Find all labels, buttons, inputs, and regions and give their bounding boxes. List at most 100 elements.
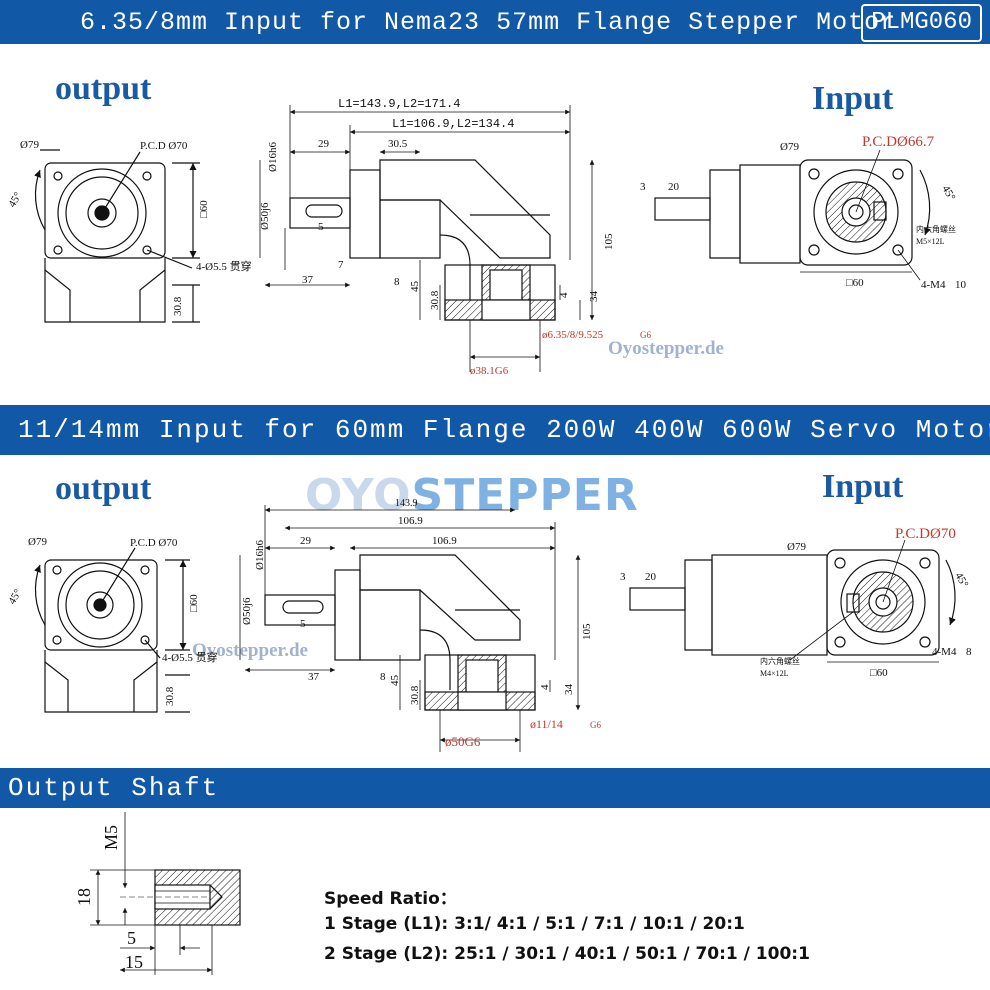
- model-badge: PLMG060: [861, 4, 982, 42]
- svg-text:15: 15: [125, 952, 143, 972]
- svg-text:内六角螺丝: 内六角螺丝: [916, 224, 956, 234]
- svg-text:18: 18: [74, 888, 94, 906]
- top-output-view: [34, 149, 200, 323]
- svg-text:ø50G6: ø50G6: [445, 734, 481, 749]
- svg-text:M4×12L: M4×12L: [760, 669, 789, 678]
- svg-text:4-M4: 4-M4: [932, 646, 957, 658]
- svg-text:4: 4: [558, 292, 570, 298]
- svg-text:106.9: 106.9: [398, 515, 423, 527]
- svg-text:G6: G6: [590, 720, 601, 730]
- svg-text:45°: 45°: [939, 184, 957, 203]
- svg-text:ø11/14: ø11/14: [530, 717, 563, 731]
- svg-text:29: 29: [300, 535, 312, 547]
- svg-text:L1=143.9,L2=171.4: L1=143.9,L2=171.4: [338, 97, 460, 111]
- svg-text:37: 37: [302, 274, 314, 286]
- svg-text:M5×12L: M5×12L: [916, 237, 945, 246]
- svg-text:5: 5: [127, 928, 136, 948]
- svg-text:45: 45: [409, 281, 421, 293]
- svg-text:7: 7: [338, 259, 344, 271]
- watermark-mid: Oyostepper.de: [192, 640, 308, 661]
- svg-text:Ø16h6: Ø16h6: [254, 540, 266, 570]
- svg-text:4-M4: 4-M4: [921, 279, 946, 291]
- svg-text:10: 10: [955, 279, 967, 291]
- input-label-mid: Input: [822, 468, 904, 505]
- banner-title-nema23: 6.35/8mm Input for Nema23 57mm Flange St…: [80, 7, 897, 37]
- stage1-ratios: 1 Stage (L1): 3:1/ 4:1 / 5:1 / 7:1 / 10:…: [324, 914, 745, 934]
- svg-text:P.C.D Ø70: P.C.D Ø70: [140, 140, 188, 152]
- svg-text:Ø50j6: Ø50j6: [259, 202, 271, 230]
- svg-text:105: 105: [603, 233, 615, 250]
- mid-input-view: [629, 539, 956, 663]
- top-side-dims: [259, 105, 595, 372]
- svg-text:29: 29: [318, 138, 330, 150]
- svg-text:P.C.DØ66.7: P.C.DØ66.7: [862, 134, 935, 150]
- mid-output-dims: Ø79 P.C.D Ø70 45° □60 4-Ø5.5 贯穿 30.8: [6, 536, 217, 706]
- mid-side-dims: [239, 505, 581, 752]
- speed-ratio-title: Speed Ratio：: [324, 889, 457, 909]
- header-banner-nema23: 6.35/8mm Input for Nema23 57mm Flange St…: [0, 0, 990, 44]
- svg-text:ø38.1G6: ø38.1G6: [470, 365, 509, 377]
- top-input-view: [654, 149, 931, 281]
- top-input-labels: Ø79 P.C.DØ66.7 3 20 45° 内六角螺丝 M5×12L □60…: [640, 134, 967, 291]
- svg-text:105: 105: [581, 623, 593, 640]
- svg-text:5: 5: [300, 618, 306, 630]
- svg-text:Ø16h6: Ø16h6: [267, 142, 279, 172]
- svg-text:G6: G6: [640, 330, 651, 340]
- svg-text:3: 3: [620, 571, 626, 583]
- svg-text:30.8: 30.8: [164, 686, 176, 706]
- svg-text:143.9: 143.9: [395, 498, 418, 509]
- svg-text:ø6.35/8/9.525: ø6.35/8/9.525: [542, 329, 604, 341]
- svg-text:30.8: 30.8: [429, 290, 441, 310]
- svg-text:106.9: 106.9: [432, 535, 457, 547]
- svg-text:30.8: 30.8: [172, 296, 184, 316]
- svg-text:□60: □60: [870, 667, 888, 679]
- shaft-drawing: [90, 812, 241, 975]
- svg-text:M5: M5: [101, 825, 121, 850]
- stage2-ratios: 2 Stage (L2): 25:1 / 30:1 / 40:1 / 50:1 …: [324, 944, 810, 964]
- input-label-top: Input: [812, 80, 894, 117]
- top-side-labels: L1=143.9,L2=171.4 L1=106.9,L2=134.4 29 3…: [259, 97, 651, 377]
- svg-text:20: 20: [668, 181, 680, 193]
- header-banner-servo: 11/14mm Input for 60mm Flange 200W 400W …: [0, 405, 990, 455]
- svg-text:8: 8: [394, 276, 400, 288]
- svg-text:4: 4: [539, 684, 551, 690]
- svg-text:4-Ø5.5 贯穿: 4-Ø5.5 贯穿: [196, 259, 252, 273]
- banner-title-servo: 11/14mm Input for 60mm Flange 200W 400W …: [18, 415, 990, 445]
- svg-text:Ø79: Ø79: [787, 541, 806, 553]
- header-banner-output-shaft: Output Shaft: [0, 768, 990, 808]
- svg-text:30.8: 30.8: [409, 685, 421, 705]
- mid-side-view: [264, 554, 536, 711]
- svg-text:P.C.D Ø70: P.C.D Ø70: [130, 537, 178, 549]
- svg-text:8: 8: [380, 671, 386, 683]
- top-output-dims: Ø79 P.C.D Ø70 45° □60 4-Ø5.5 贯穿 30.8: [6, 139, 251, 316]
- output-label-top: output: [55, 70, 152, 107]
- svg-text:内六角螺丝: 内六角螺丝: [760, 656, 800, 666]
- oyostepper-logo: OYOSTEPPER: [305, 470, 639, 521]
- banner-title-output-shaft: Output Shaft: [8, 773, 220, 803]
- svg-text:L1=106.9,L2=134.4: L1=106.9,L2=134.4: [392, 117, 514, 131]
- svg-text:45°: 45°: [6, 190, 24, 209]
- shaft-labels: M5 18 5 15: [74, 825, 143, 972]
- top-side-view: [289, 159, 556, 321]
- mid-side-labels: 143.9 106.9 106.9 29 Ø16h6 Ø50j6 5 37 8 …: [241, 498, 601, 749]
- svg-text:45°: 45°: [952, 571, 970, 590]
- svg-text:45: 45: [389, 675, 401, 687]
- svg-text:5: 5: [318, 221, 324, 233]
- svg-text:□60: □60: [188, 594, 200, 612]
- svg-text:8: 8: [966, 646, 972, 658]
- svg-text:20: 20: [645, 571, 657, 583]
- svg-text:45°: 45°: [6, 587, 24, 606]
- svg-text:4-Ø5.5 贯穿: 4-Ø5.5 贯穿: [162, 650, 218, 664]
- svg-text:□60: □60: [198, 200, 210, 218]
- svg-text:Ø79: Ø79: [780, 141, 799, 153]
- svg-text:34: 34: [563, 684, 575, 696]
- svg-text:Ø79: Ø79: [20, 139, 39, 151]
- svg-text:3: 3: [640, 181, 646, 193]
- svg-text:P.C.DØ70: P.C.DØ70: [895, 526, 956, 542]
- output-label-mid: output: [55, 470, 152, 507]
- mid-output-view: [34, 547, 190, 713]
- mid-input-labels: Ø79 P.C.DØ70 3 20 45° 内六角螺丝 M4×12L □60 4…: [620, 526, 972, 679]
- svg-text:37: 37: [308, 671, 320, 683]
- svg-text:34: 34: [588, 291, 600, 303]
